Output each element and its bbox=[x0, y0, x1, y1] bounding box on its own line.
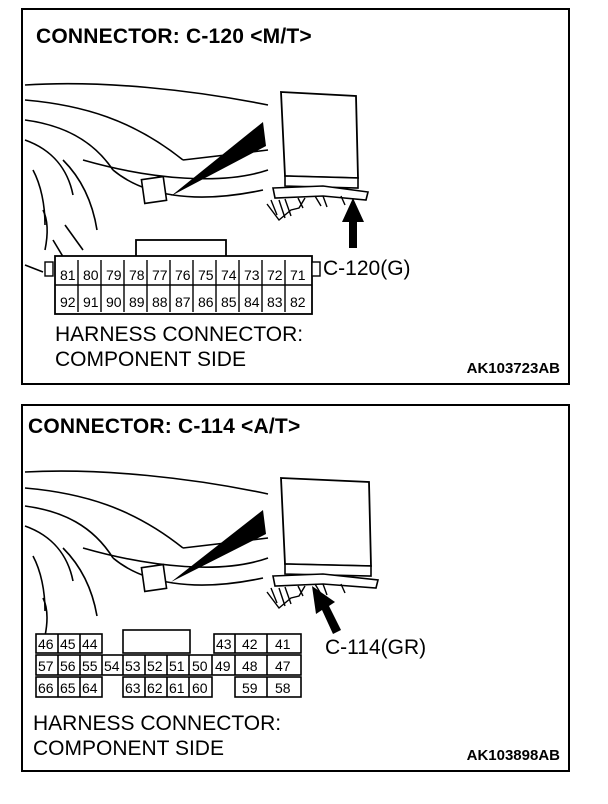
pin-label: 87 bbox=[175, 294, 191, 310]
pin-label: 81 bbox=[60, 267, 76, 283]
pin-label: 46 bbox=[38, 636, 54, 652]
pin-label: 45 bbox=[60, 636, 76, 652]
pin-label: 60 bbox=[192, 680, 208, 696]
pin-label: 57 bbox=[38, 658, 54, 674]
figure-code: AK103723AB bbox=[466, 360, 560, 377]
pin-label: 91 bbox=[83, 294, 99, 310]
vehicle-location-drawing: C-120(G) 81 80 bbox=[24, 82, 411, 315]
panel-title: CONNECTOR: C-120 <M/T> bbox=[36, 25, 312, 48]
pin-label: 82 bbox=[290, 294, 306, 310]
vehicle-location-drawing: C-114(GR) bbox=[24, 470, 426, 698]
pin-label: 89 bbox=[129, 294, 145, 310]
pin-label: 56 bbox=[60, 658, 76, 674]
pin-label: 76 bbox=[175, 267, 191, 283]
location-pointer bbox=[171, 510, 266, 582]
pin-label: 85 bbox=[221, 294, 237, 310]
connector-panel-c114: CONNECTOR: C-114 <A/T> C-114(GR) bbox=[21, 404, 570, 772]
harness-label-line1: HARNESS CONNECTOR: bbox=[33, 712, 282, 735]
connector-callout-label: C-120(G) bbox=[323, 257, 411, 280]
pin-label: 71 bbox=[290, 267, 306, 283]
pin-label: 61 bbox=[169, 680, 185, 696]
pin-label: 42 bbox=[242, 636, 258, 652]
pin-label: 65 bbox=[60, 680, 76, 696]
pin-label: 88 bbox=[152, 294, 168, 310]
pin-label: 53 bbox=[125, 658, 141, 674]
pin-label: 52 bbox=[147, 658, 163, 674]
pin-label: 58 bbox=[275, 680, 291, 696]
ecu-module bbox=[266, 91, 369, 222]
harness-label-line2: COMPONENT SIDE bbox=[33, 737, 224, 760]
harness-label-line2: COMPONENT SIDE bbox=[55, 348, 246, 371]
pin-label: 75 bbox=[198, 267, 214, 283]
pin-label: 55 bbox=[82, 658, 98, 674]
pin-label: 50 bbox=[192, 658, 208, 674]
pin-label: 73 bbox=[244, 267, 260, 283]
panel-title: CONNECTOR: C-114 <A/T> bbox=[28, 415, 301, 438]
connector-panel-c120: CONNECTOR: C-120 <M/T> bbox=[21, 8, 570, 385]
pin-label: 77 bbox=[152, 267, 168, 283]
connector-location-box bbox=[140, 175, 168, 205]
pin-label: 74 bbox=[221, 267, 237, 283]
pin-label: 79 bbox=[106, 267, 122, 283]
connector-callout-label: C-114(GR) bbox=[325, 636, 426, 659]
pin-label: 83 bbox=[267, 294, 283, 310]
pin-label: 80 bbox=[83, 267, 99, 283]
pin-label: 48 bbox=[242, 658, 258, 674]
figure-code: AK103898AB bbox=[466, 747, 560, 764]
pin-label: 59 bbox=[242, 680, 258, 696]
pin-label: 72 bbox=[267, 267, 283, 283]
callout-arrow bbox=[312, 586, 341, 634]
pin-label: 43 bbox=[216, 636, 232, 652]
pin-label: 47 bbox=[275, 658, 291, 674]
harness-label-line1: HARNESS CONNECTOR: bbox=[55, 323, 304, 346]
pin-label: 64 bbox=[82, 680, 98, 696]
pin-label: 62 bbox=[147, 680, 163, 696]
pin-label: 84 bbox=[244, 294, 260, 310]
harness-connector-c120: 81 80 79 78 77 76 75 74 73 72 71 92 91 9… bbox=[44, 239, 321, 315]
callout-arrow bbox=[342, 198, 364, 248]
harness-connector-c114 bbox=[35, 629, 302, 698]
connector-location-box bbox=[140, 563, 168, 593]
pin-label: 51 bbox=[169, 658, 185, 674]
pin-label: 86 bbox=[198, 294, 214, 310]
pin-label: 44 bbox=[82, 636, 98, 652]
ecu-module bbox=[266, 477, 379, 610]
location-pointer bbox=[171, 122, 266, 196]
pin-label: 41 bbox=[275, 636, 291, 652]
dashboard-illustration bbox=[24, 470, 269, 637]
pin-label: 90 bbox=[106, 294, 122, 310]
pin-label: 92 bbox=[60, 294, 76, 310]
pin-label: 54 bbox=[104, 658, 120, 674]
pin-label: 63 bbox=[125, 680, 141, 696]
pin-label: 78 bbox=[129, 267, 145, 283]
pin-label: 49 bbox=[215, 658, 231, 674]
pin-label: 66 bbox=[38, 680, 54, 696]
